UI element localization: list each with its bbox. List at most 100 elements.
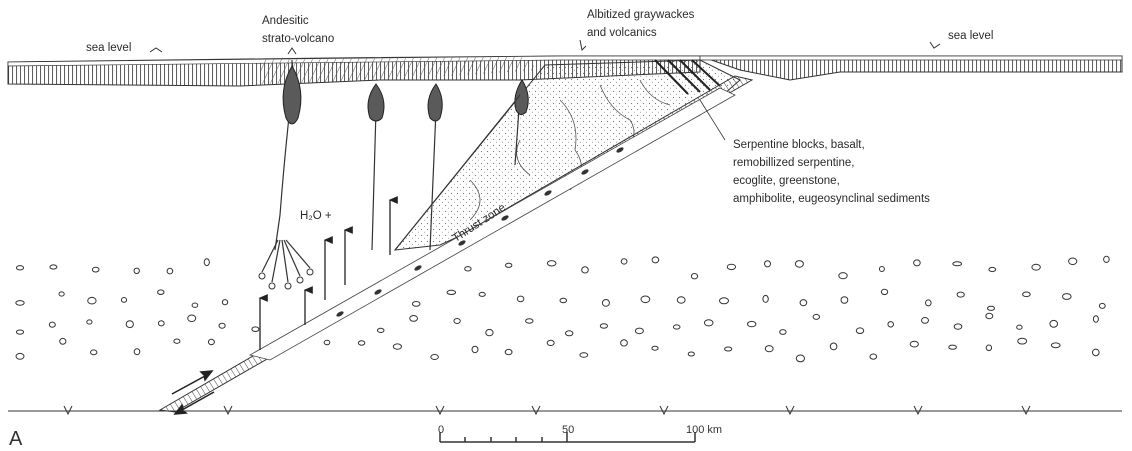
sea-level-right-label: sea level bbox=[948, 29, 993, 43]
mantle-clast bbox=[725, 347, 732, 351]
mantle-clast bbox=[560, 298, 567, 302]
mantle-clast bbox=[472, 346, 478, 352]
mantle-clast bbox=[652, 346, 658, 350]
mantle-clast bbox=[1023, 292, 1031, 297]
mantle-clast bbox=[1104, 256, 1110, 262]
serpentine-label-line-2: remobillized serpentine, bbox=[733, 156, 930, 170]
mantle-clast bbox=[87, 320, 92, 324]
serpentine-label: Serpentine blocks, basalt, remobillized … bbox=[733, 138, 930, 206]
mantle-clast bbox=[16, 353, 24, 359]
mantle-clast bbox=[526, 319, 533, 323]
mantle-clast bbox=[879, 267, 884, 272]
mantle-clast bbox=[158, 290, 164, 295]
mantle-clast bbox=[219, 323, 225, 328]
volcano-label-line-1: Andesitic bbox=[262, 14, 334, 28]
mantle-clast bbox=[547, 261, 556, 266]
mantle-clast bbox=[720, 298, 729, 304]
mantle-clast bbox=[134, 349, 140, 355]
accretionary-wedge bbox=[395, 60, 740, 250]
mantle-clast bbox=[204, 259, 209, 266]
volcano-label: Andesitic strato-volcano bbox=[262, 14, 334, 46]
mantle-clast bbox=[126, 321, 133, 328]
mantle-clast bbox=[479, 292, 485, 296]
mantle-clast bbox=[839, 273, 847, 279]
mantle-clast bbox=[60, 338, 66, 344]
mantle-clast bbox=[358, 341, 364, 345]
mantle-clast bbox=[547, 340, 554, 345]
mantle-clast bbox=[765, 261, 771, 267]
mantle-clast bbox=[324, 340, 330, 344]
mantle-clast bbox=[174, 339, 180, 343]
mantle-clast bbox=[49, 322, 55, 327]
h2o-label: H₂O + bbox=[300, 209, 332, 223]
mantle-clast bbox=[870, 354, 877, 359]
mantle-clast bbox=[486, 329, 493, 335]
mantle-clast bbox=[704, 320, 713, 326]
mantle-clast bbox=[688, 352, 694, 356]
mantle-clast bbox=[192, 303, 198, 307]
mantle-clast bbox=[888, 322, 894, 327]
mantle-clast bbox=[505, 349, 512, 354]
mantle-clast bbox=[988, 306, 995, 310]
mantle-clast bbox=[1093, 316, 1098, 323]
mantle-clast bbox=[922, 318, 929, 324]
mantle-clast bbox=[881, 289, 887, 294]
graywackes-label-line-2: and volcanics bbox=[587, 26, 694, 40]
mantle-clast bbox=[926, 300, 932, 306]
mantle-clast bbox=[910, 341, 918, 347]
mantle-clast bbox=[763, 295, 768, 302]
volcano-label-line-2: strato-volcano bbox=[262, 32, 334, 46]
mantle-clast bbox=[465, 267, 471, 271]
mantle-clast bbox=[914, 260, 921, 266]
mantle-clasts bbox=[16, 256, 1109, 362]
mantle-clast bbox=[949, 345, 957, 349]
mantle-clast bbox=[580, 353, 588, 358]
mantle-clast bbox=[856, 328, 863, 334]
mantle-clast bbox=[431, 355, 439, 360]
mantle-clast bbox=[986, 345, 991, 351]
mantle-clast bbox=[454, 319, 460, 324]
mantle-clast bbox=[1069, 258, 1077, 265]
mantle-clast bbox=[517, 296, 524, 302]
mantle-clast bbox=[59, 292, 64, 296]
mantle-clast bbox=[1063, 294, 1072, 300]
mantle-clast bbox=[1017, 325, 1022, 329]
figure-letter: A bbox=[9, 428, 22, 451]
mantle-clast bbox=[953, 262, 962, 266]
mantle-clast bbox=[412, 302, 420, 307]
mantle-clast bbox=[1018, 338, 1027, 344]
mantle-clast bbox=[600, 324, 607, 328]
mantle-clast bbox=[673, 325, 680, 329]
mantle-clast bbox=[765, 346, 773, 352]
mantle-clast bbox=[410, 316, 418, 322]
mantle-clast bbox=[208, 339, 214, 344]
mantle-clast bbox=[252, 327, 259, 332]
mantle-clast bbox=[92, 267, 99, 272]
mantle-clast bbox=[50, 265, 57, 269]
crust-band-right-top bbox=[700, 56, 1122, 60]
mantle-clast bbox=[813, 314, 819, 319]
mantle-clast bbox=[635, 328, 643, 334]
mantle-clast bbox=[1099, 303, 1105, 308]
mantle-clast bbox=[167, 268, 173, 274]
mantle-clast bbox=[602, 300, 609, 307]
mantle-clast bbox=[780, 330, 786, 335]
mantle-clast bbox=[691, 274, 697, 279]
mantle-clast bbox=[800, 300, 807, 306]
mantle-clast bbox=[582, 267, 589, 273]
mantle-clast bbox=[188, 315, 196, 322]
mantle-clast bbox=[677, 297, 685, 303]
mantle-clast bbox=[954, 324, 962, 329]
volcano-peak-symbol bbox=[288, 48, 296, 54]
mantle-clast bbox=[16, 266, 23, 270]
mantle-clast bbox=[1050, 320, 1058, 327]
serpentine-label-line-3: ecoglite, greenstone, bbox=[733, 174, 930, 188]
sea-level-left-label: sea level bbox=[86, 41, 131, 55]
mantle-clast bbox=[986, 313, 993, 318]
mantle-clast bbox=[566, 331, 573, 336]
mantle-clast bbox=[641, 296, 650, 303]
graywackes-label-line-1: Albitized graywackes bbox=[587, 8, 694, 22]
serpentine-label-line-4: amphibolite, eugeosynclinal sediments bbox=[733, 192, 930, 206]
scale-tick-100km: 100 km bbox=[686, 424, 722, 436]
